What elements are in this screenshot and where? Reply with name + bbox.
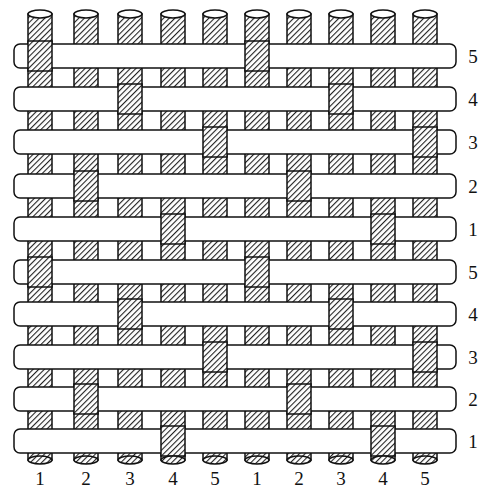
warp-end — [287, 456, 311, 464]
warp-float — [413, 127, 437, 157]
column-number: 3 — [125, 469, 135, 488]
warp-end — [28, 10, 52, 18]
row-number: 4 — [468, 90, 478, 109]
warp-float — [118, 299, 142, 329]
warp-end — [203, 10, 227, 18]
warp-float — [245, 257, 269, 287]
warp-float — [28, 41, 52, 71]
warp-end — [329, 10, 353, 18]
warp-float — [329, 299, 353, 329]
weft-thread — [14, 130, 456, 154]
warp-end — [28, 456, 52, 464]
warp-float — [74, 171, 98, 201]
warp-end — [245, 456, 269, 464]
warp-end — [371, 456, 395, 464]
warp-end — [74, 456, 98, 464]
warp-end — [413, 456, 437, 464]
warp-end — [413, 10, 437, 18]
warp-end — [74, 10, 98, 18]
warp-float — [245, 41, 269, 71]
column-number: 2 — [294, 469, 304, 488]
warp-end — [329, 456, 353, 464]
warp-float — [118, 84, 142, 114]
column-number: 4 — [168, 469, 178, 488]
row-number: 2 — [468, 390, 478, 409]
warp-end — [161, 456, 185, 464]
warp-end — [118, 456, 142, 464]
warp-float — [329, 84, 353, 114]
warp-float — [28, 257, 52, 287]
column-number: 3 — [336, 469, 346, 488]
column-number: 1 — [252, 469, 262, 488]
warp-end — [118, 10, 142, 18]
warp-float — [371, 426, 395, 456]
warp-float — [74, 384, 98, 414]
row-number: 1 — [468, 220, 478, 239]
row-number: 1 — [468, 432, 478, 451]
row-number: 2 — [468, 177, 478, 196]
warp-end — [245, 10, 269, 18]
row-number: 3 — [468, 133, 478, 152]
row-number: 5 — [468, 47, 478, 66]
weft-thread — [14, 302, 456, 326]
warp-float — [287, 171, 311, 201]
column-number: 4 — [378, 469, 388, 488]
warp-float — [203, 127, 227, 157]
column-number: 2 — [81, 469, 91, 488]
warp-float — [287, 384, 311, 414]
weft-thread — [14, 345, 456, 369]
warp-end — [203, 456, 227, 464]
warp-float — [161, 426, 185, 456]
warp-end — [161, 10, 185, 18]
warp-float — [203, 342, 227, 372]
row-number: 3 — [468, 348, 478, 367]
weft-thread — [14, 260, 456, 284]
warp-float — [371, 214, 395, 244]
warp-float — [413, 342, 437, 372]
weft-thread — [14, 87, 456, 111]
warp-end — [371, 10, 395, 18]
row-number: 5 — [468, 263, 478, 282]
weft-thread — [14, 44, 456, 68]
row-number: 4 — [468, 305, 478, 324]
warp-end — [287, 10, 311, 18]
column-number: 5 — [210, 469, 220, 488]
column-number: 5 — [420, 469, 430, 488]
warp-float — [161, 214, 185, 244]
column-number: 1 — [35, 469, 45, 488]
